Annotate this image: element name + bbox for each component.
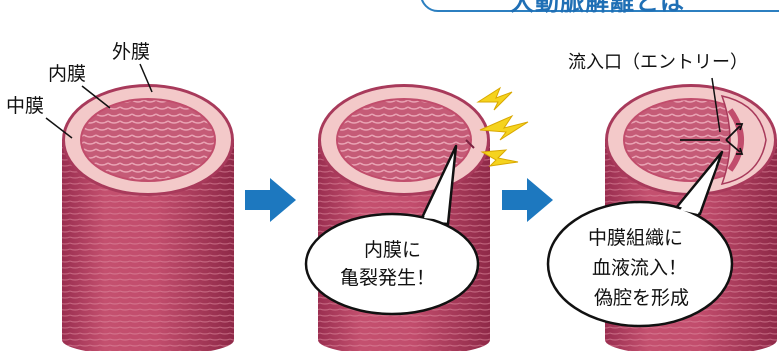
page-title: 大動脈解離とは [510, 0, 685, 16]
panel1-labels: 外膜 内膜 中膜 [6, 41, 153, 139]
label-outer-membrane: 外膜 [112, 41, 150, 63]
title-tab: 大動脈解離とは [420, 0, 779, 16]
bubble-crack-line2: 亀裂発生！ [340, 267, 435, 289]
label-middle-membrane: 中膜 [6, 95, 44, 117]
bubble-lumen-line1: 中膜組織に [588, 227, 683, 249]
speech-bubble-crack: 内膜に 亀裂発生！ [304, 144, 480, 316]
entry-label-text: 流入口（エントリー） [568, 52, 748, 73]
bubble-lumen-line3: 偽腔を形成 [594, 287, 689, 309]
lightning-icon [476, 86, 529, 167]
bubble-crack-line1: 内膜に [364, 239, 421, 261]
right-arrow-icon [245, 178, 296, 222]
right-arrow-icon [502, 178, 553, 222]
vessel-1 [62, 84, 234, 351]
speech-bubble-false-lumen: 中膜組織に 血液流入！ 偽腔を形成 [546, 150, 734, 328]
entry-label: 流入口（エントリー） [568, 52, 748, 141]
label-inner-membrane: 内膜 [48, 63, 86, 85]
bubble-lumen-line2: 血液流入！ [592, 257, 687, 279]
